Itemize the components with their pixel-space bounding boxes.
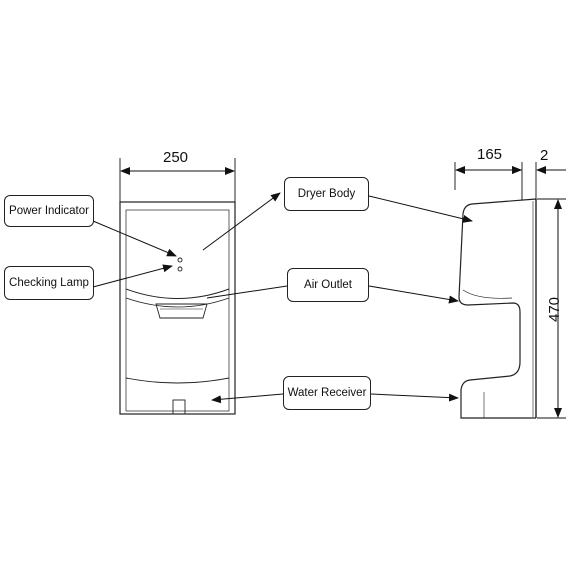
dryer-body-callout: Dryer Body xyxy=(284,177,369,211)
power-indicator-leader xyxy=(92,220,177,257)
front-view xyxy=(119,201,236,415)
height-label: 470 xyxy=(546,296,563,322)
dryer-body-side-leader xyxy=(368,195,473,223)
side-depth-label: 165 xyxy=(477,146,503,163)
checking-lamp-light xyxy=(177,266,183,272)
side-depth-dimension xyxy=(454,162,566,200)
front-width-dimension xyxy=(119,158,236,202)
side-outlet-inner-curve xyxy=(462,289,513,299)
side-profile-outline xyxy=(458,198,537,419)
power-indicator-light xyxy=(177,257,183,263)
air-outlet-side-leader xyxy=(368,285,459,304)
water-receiver-side-leader xyxy=(370,393,459,402)
air-outlet-top-curve xyxy=(125,288,230,299)
wall-gap-label: 2 xyxy=(540,147,549,164)
air-outlet-vent xyxy=(155,303,208,319)
checking-lamp-leader xyxy=(92,264,173,288)
air-outlet-callout: Air Outlet xyxy=(287,268,369,302)
side-view xyxy=(458,198,537,419)
checking-lamp-callout: Checking Lamp xyxy=(4,266,94,300)
water-drain-slot xyxy=(172,399,186,415)
water-receiver-callout: Water Receiver xyxy=(283,376,371,410)
air-outlet-front-leader xyxy=(206,285,288,299)
front-outer-outline xyxy=(119,201,236,415)
dryer-body-front-leader xyxy=(202,192,281,251)
front-inner-panel xyxy=(125,209,230,412)
air-outlet-bottom-curve xyxy=(125,297,230,308)
water-receiver-front-leader xyxy=(211,393,284,404)
height-dimension xyxy=(537,198,566,419)
front-width-label: 250 xyxy=(163,149,189,166)
water-receiver-curve xyxy=(125,377,230,384)
leader-lines xyxy=(92,192,473,404)
power-indicator-callout: Power Indicator xyxy=(4,195,94,227)
